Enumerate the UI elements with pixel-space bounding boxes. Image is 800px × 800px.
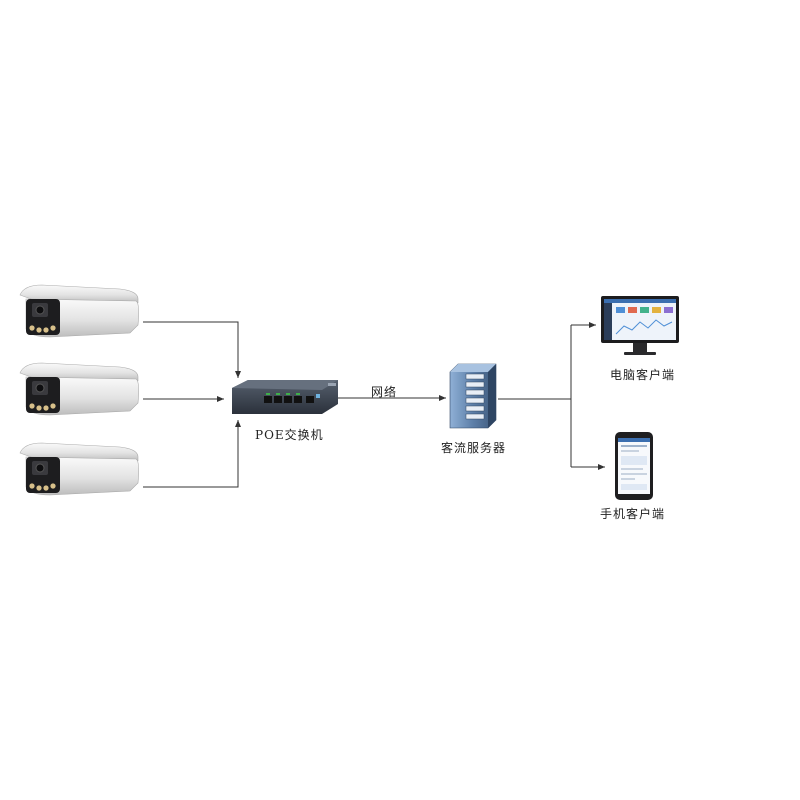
- mobile-phone: [615, 432, 653, 500]
- camera-connectors: [143, 321, 241, 488]
- pc-monitor: [601, 296, 679, 355]
- client-connectors: [498, 322, 605, 470]
- pc-client-label: 电脑客户端: [610, 368, 676, 382]
- switch-label: POE交换机: [255, 428, 324, 442]
- network-label: 网络: [371, 385, 398, 399]
- camera-3: [19, 442, 140, 496]
- passenger-flow-server: [449, 363, 497, 429]
- server-label: 客流服务器: [441, 441, 507, 455]
- mobile-client-label: 手机客户端: [600, 507, 666, 521]
- camera-1: [19, 284, 140, 338]
- camera-2: [19, 362, 140, 416]
- poe-switch: [232, 380, 338, 414]
